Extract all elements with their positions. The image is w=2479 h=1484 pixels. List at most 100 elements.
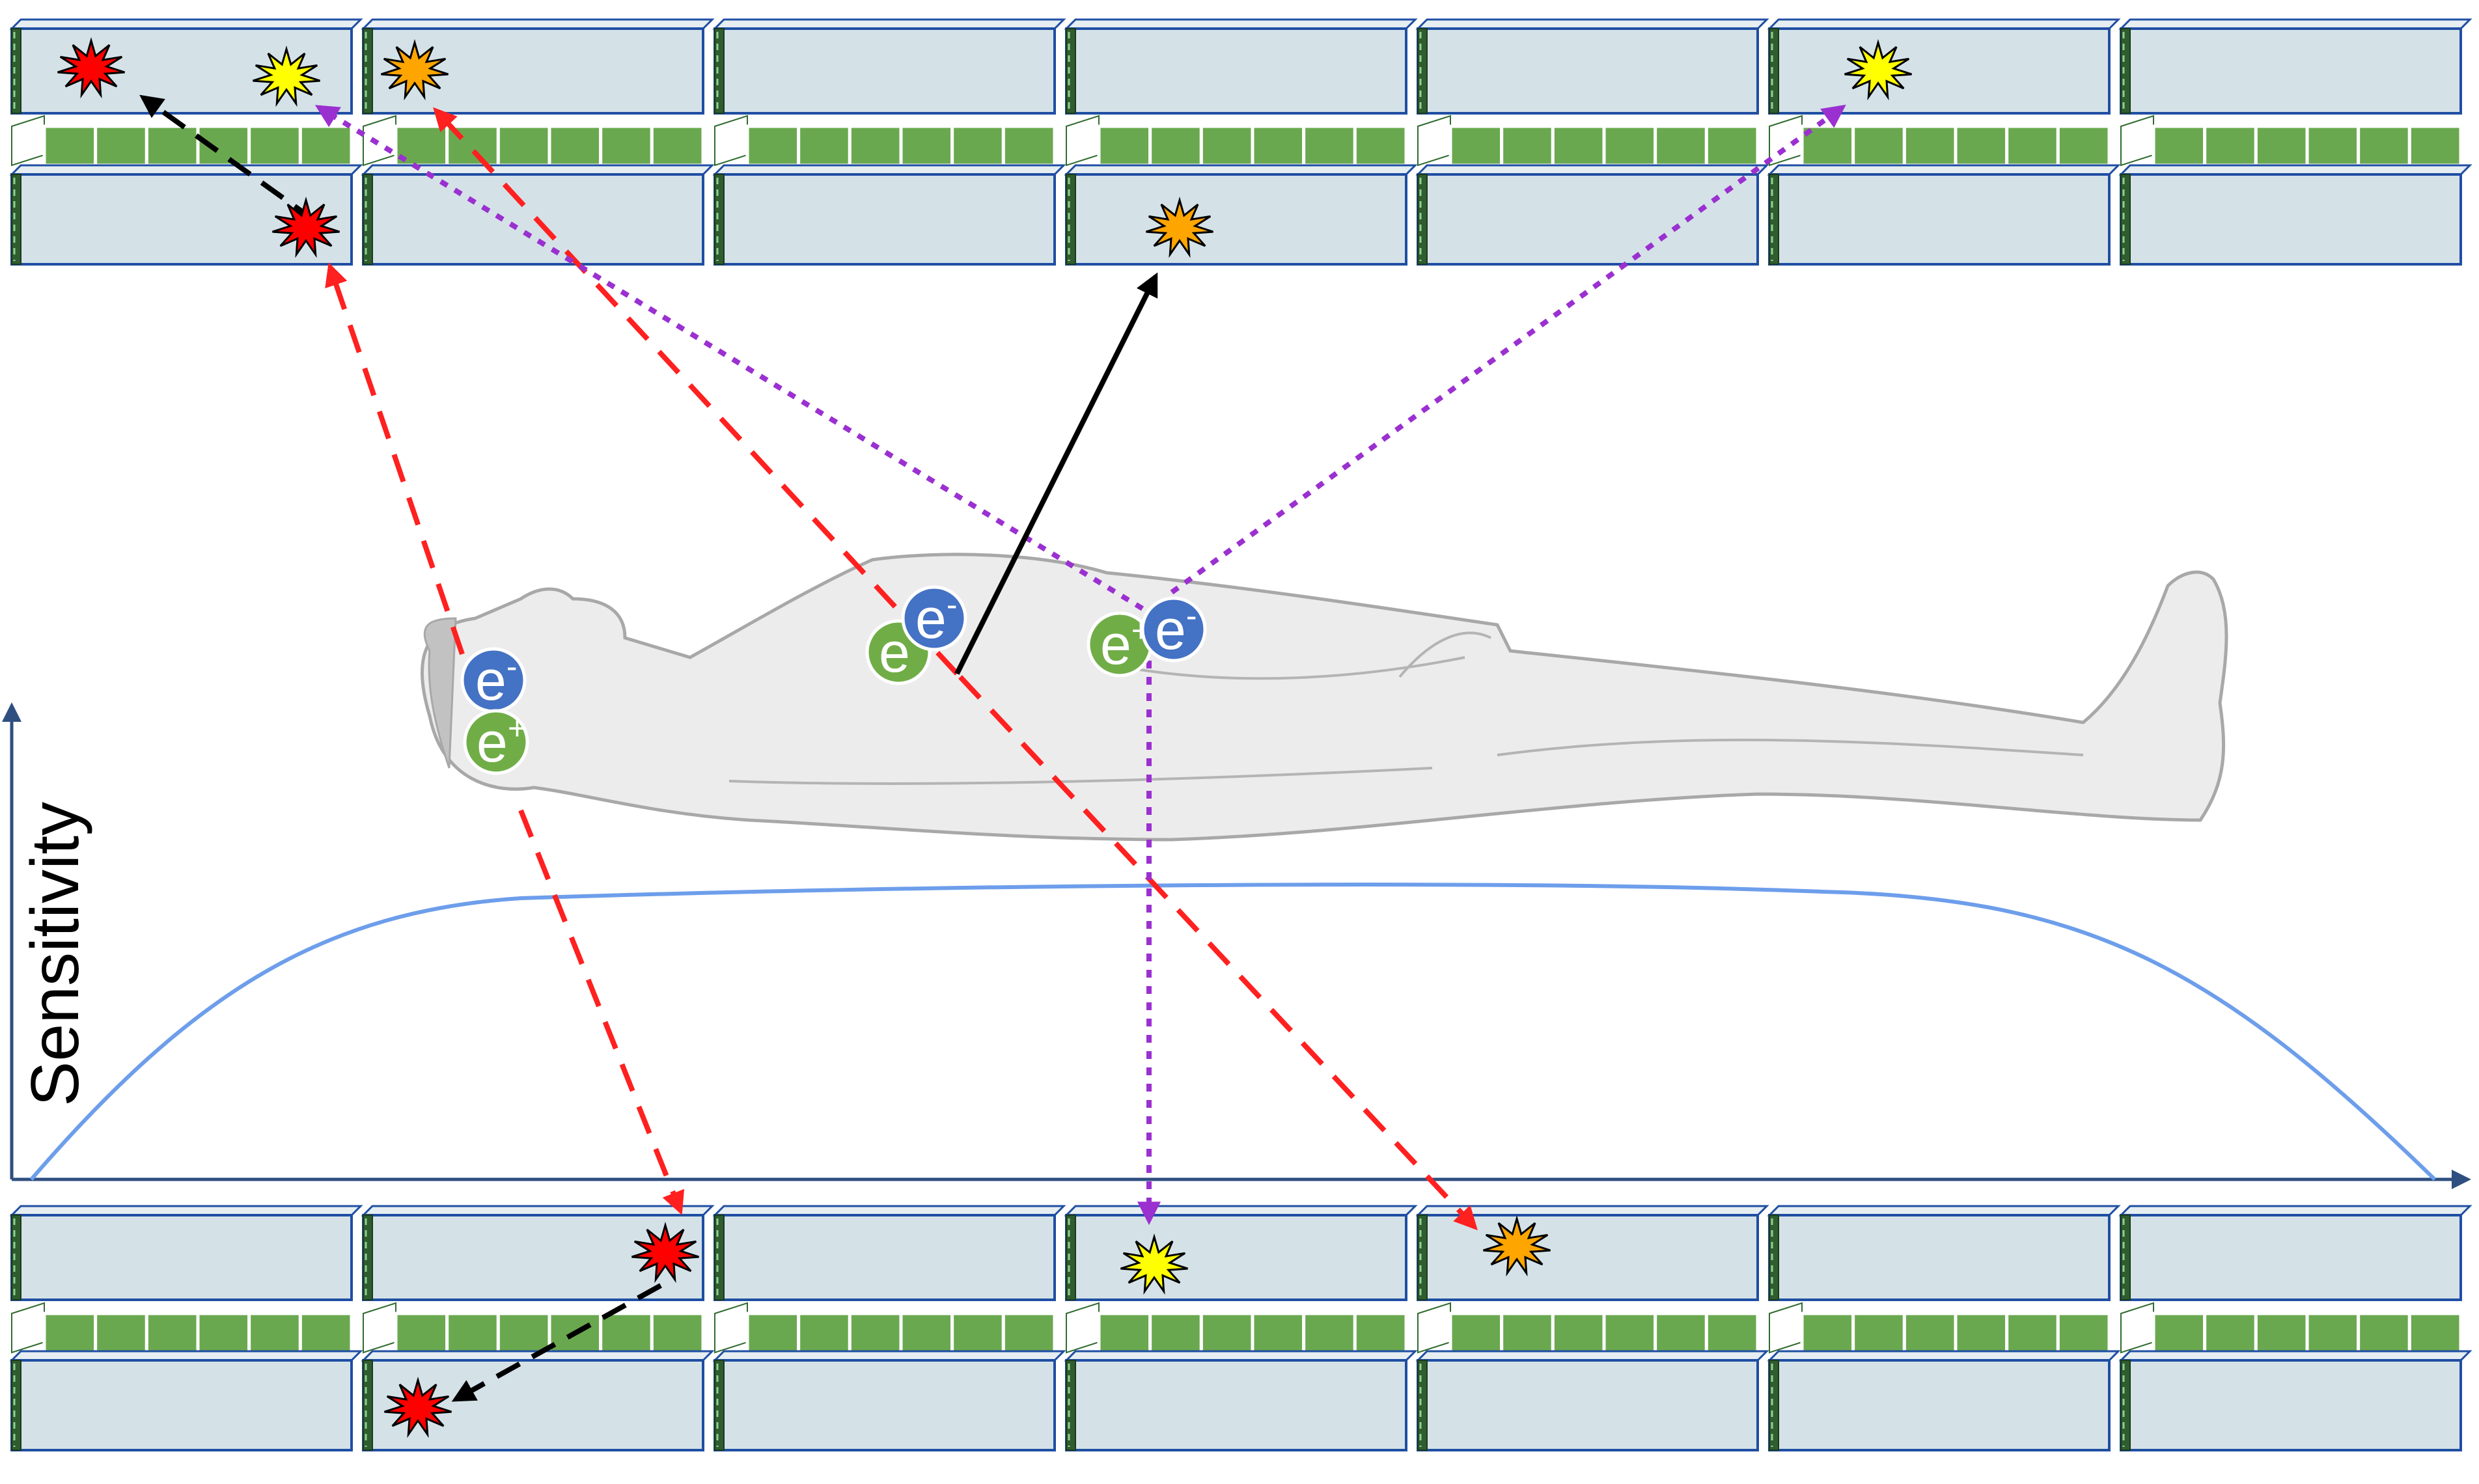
detector-crystal-top-inner — [1415, 164, 1769, 266]
detector-crystal-top-inner — [712, 164, 1066, 266]
svg-text:e-: e- — [475, 648, 518, 712]
detector-crystal-top-inner — [1064, 164, 1418, 266]
sensor-cell — [1500, 124, 1555, 167]
photosensor-top — [1066, 115, 1408, 167]
sensor-cell — [1251, 1312, 1306, 1354]
detector-crystal-bottom-outer — [1415, 1350, 1769, 1451]
detector-crystal-bottom-outer — [2118, 1350, 2472, 1451]
photosensor-bottom — [2120, 1302, 2463, 1354]
annihilation-particles: e- e+ e+ e- e+ e- — [460, 585, 1207, 775]
sensor-cell — [1704, 1312, 1760, 1354]
sensor-cell — [247, 124, 302, 167]
detector-crystal-bottom-inner — [9, 1205, 363, 1301]
sensor-cell — [1602, 124, 1657, 167]
sensor-cell — [2305, 1312, 2361, 1354]
sensor-cell — [496, 1312, 551, 1354]
sensor-cell — [1199, 1312, 1254, 1354]
true-coincidence-line-1-down — [518, 809, 685, 1215]
sensor-cell — [196, 1312, 251, 1354]
sensor-cell — [145, 124, 200, 167]
sensor-cell — [2005, 124, 2060, 167]
photosensor-bottom — [1417, 1302, 1760, 1354]
svg-text:e+: e+ — [477, 710, 527, 774]
photosensor-bottom — [363, 1302, 705, 1354]
sensitivity-axis-label: Sensitivity — [18, 802, 93, 1106]
sensor-cell — [745, 124, 801, 167]
sensor-cell — [2056, 1312, 2111, 1354]
sensor-cell — [599, 1312, 654, 1354]
detector-crystal-bottom-inner — [712, 1205, 1066, 1301]
sensitivity-axes — [1, 702, 2471, 1189]
scintillation-burst-icon — [1483, 1215, 1551, 1277]
detector-crystal-bottom-inner — [2118, 1205, 2472, 1301]
sensor-cell — [1353, 1312, 1408, 1354]
photosensor-bottom — [1066, 1302, 1408, 1354]
sensor-cell — [1551, 124, 1606, 167]
electron-icon: e- — [901, 585, 967, 652]
photosensor-top — [714, 115, 1057, 167]
svg-text:e-: e- — [915, 586, 958, 650]
detector-crystal-top-inner — [2118, 164, 2472, 266]
sensor-cell — [1851, 124, 1906, 167]
sensor-cell — [2407, 1312, 2463, 1354]
sensor-cell — [94, 1312, 148, 1354]
compton-scatter-arrow-top — [139, 94, 318, 224]
detector-crystal-bottom-outer — [1064, 1350, 1418, 1451]
photosensor-top — [1769, 115, 2111, 167]
scintillation-burst-icon — [1146, 196, 1213, 258]
photosensor-top — [11, 115, 353, 167]
detector-crystal-bottom-inner — [1767, 1205, 2121, 1301]
sensor-cell — [1251, 124, 1306, 167]
scintillation-burst-icon — [1120, 1233, 1188, 1295]
sensor-cell — [394, 1312, 449, 1354]
sensor-cell — [1500, 1312, 1555, 1354]
sensor-cell — [298, 124, 353, 167]
positron-icon: e+ — [1087, 611, 1153, 678]
sensor-cell — [298, 1312, 353, 1354]
sensor-cell — [745, 1312, 801, 1354]
photosensor-top — [363, 115, 705, 167]
photosensor-bottom — [11, 1302, 353, 1354]
sensor-cell — [1851, 1312, 1906, 1354]
electron-icon: e- — [1141, 596, 1207, 663]
svg-text:e-: e- — [1155, 598, 1197, 661]
sensor-cell — [1602, 1312, 1657, 1354]
detector-modules — [9, 18, 2472, 1451]
sensor-cell — [247, 1312, 302, 1354]
sensor-cell — [42, 124, 98, 167]
sensor-cell — [899, 1312, 954, 1354]
sensor-cell — [2056, 124, 2111, 167]
photosensor-bottom — [1769, 1302, 2111, 1354]
sensitivity-curve — [29, 883, 2437, 1181]
scintillation-burst-icon — [631, 1221, 699, 1284]
detector-crystal-top-inner — [1767, 164, 2121, 266]
sensor-cell — [1448, 124, 1504, 167]
sensor-cell — [1704, 124, 1760, 167]
sensor-cell — [1448, 1312, 1504, 1354]
sensor-cell — [1001, 1312, 1057, 1354]
photosensor-bottom — [714, 1302, 1057, 1354]
sensor-cell — [2005, 1312, 2060, 1354]
sensor-cell — [797, 1312, 852, 1354]
sensor-cell — [899, 124, 954, 167]
detector-crystal-top-outer — [1064, 18, 1418, 115]
electron-icon: e- — [460, 647, 527, 713]
sensor-cell — [1148, 1312, 1203, 1354]
sensor-cell — [2357, 124, 2411, 167]
sensor-cell — [2254, 1312, 2309, 1354]
sensor-cell — [145, 1312, 200, 1354]
sensor-cell — [2305, 124, 2361, 167]
scintillation-burst-icon — [57, 36, 125, 99]
scattered-photon-line-up-right — [1170, 104, 1846, 595]
sensor-cell — [1199, 124, 1254, 167]
sensor-cell — [1097, 1312, 1152, 1354]
sensor-cell — [2152, 1312, 2207, 1354]
sensor-cell — [445, 1312, 500, 1354]
detector-crystal-bottom-outer — [712, 1350, 1066, 1451]
sensor-cell — [848, 1312, 903, 1354]
sensor-cell — [496, 124, 551, 167]
sensor-cell — [94, 124, 148, 167]
sensor-cell — [2203, 1312, 2258, 1354]
sensor-cell — [1001, 124, 1057, 167]
